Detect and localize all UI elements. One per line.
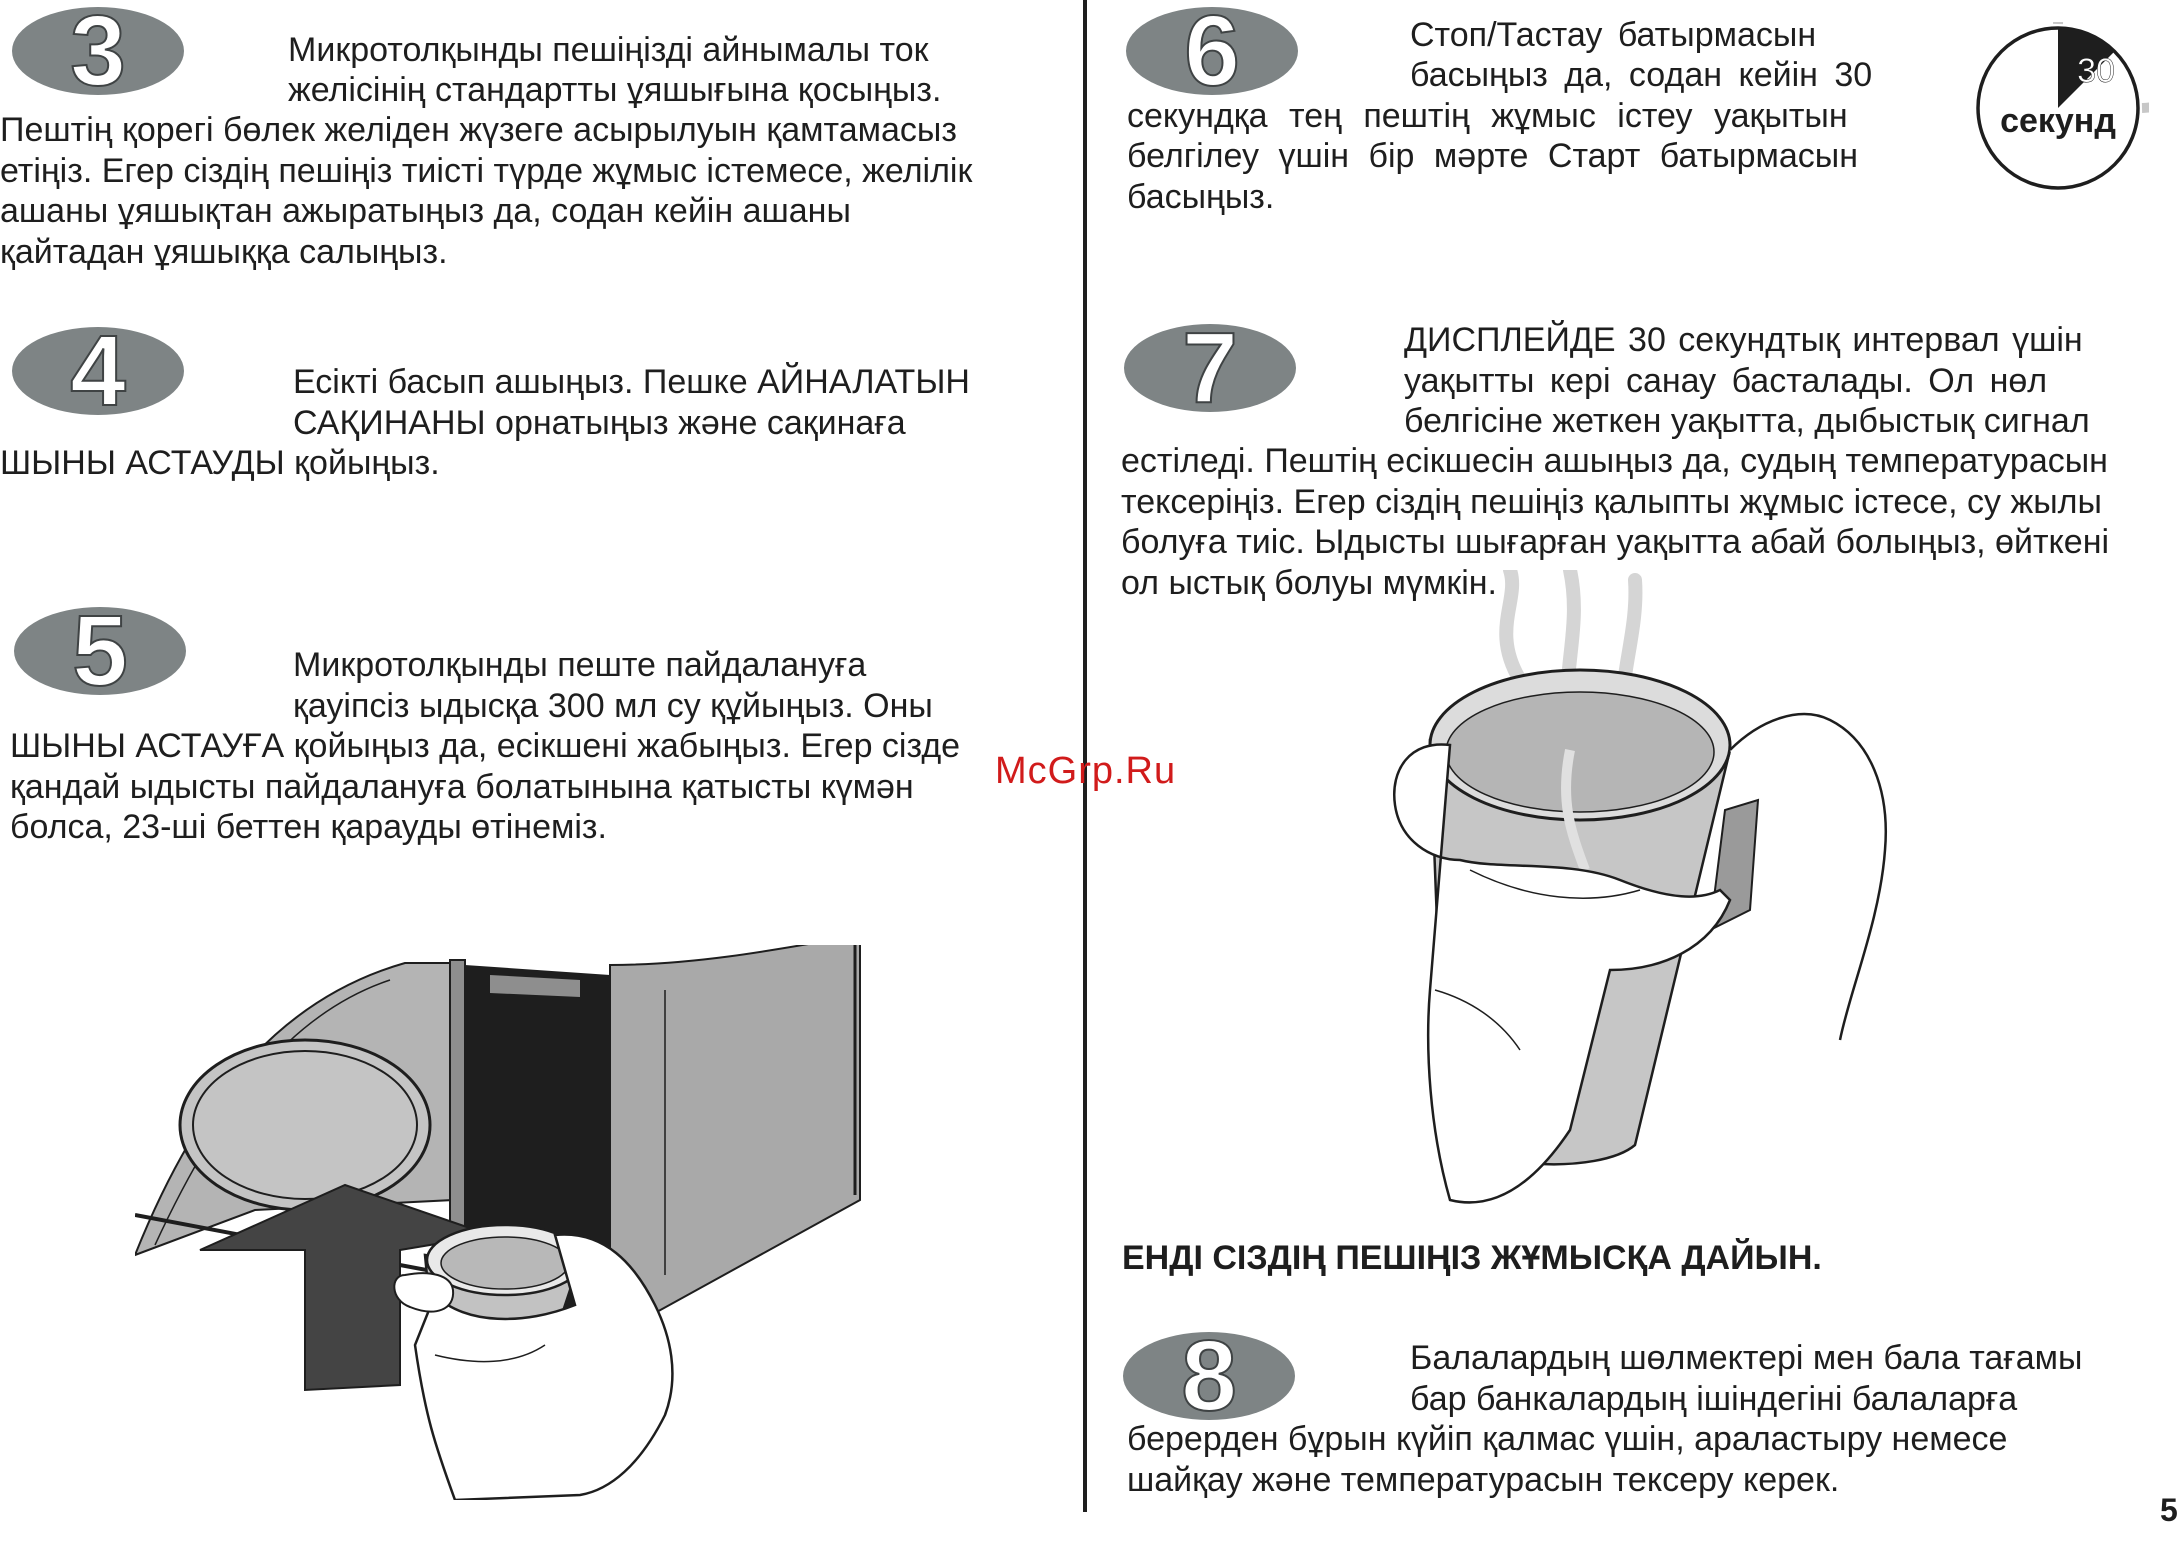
- step-3-line-1: Микротолқынды пешіңізді айнымалы ток: [288, 31, 929, 69]
- column-divider: [1083, 0, 1087, 1512]
- step-6-line-5: басыңыз.: [1127, 178, 1275, 216]
- step-3-line-5: ашаны ұяшықтан ажыратыңыз да, содан кейі…: [0, 192, 851, 230]
- step-7-badge: 7: [1124, 322, 1296, 414]
- watermark: McGrp.Ru: [995, 750, 1177, 792]
- step-3-number: 3: [70, 5, 126, 97]
- step-4-badge: 4: [12, 325, 184, 417]
- step-7-line-2: уақытты кері санау басталады. Ол нөл: [1404, 362, 2048, 400]
- timer-dial: 30 секунд: [1976, 22, 2149, 190]
- step-5-line-4: қандай ыдысты пайдалануға болатынына қат…: [10, 768, 914, 806]
- step-7-line-4: естіледі. Пештің есікшесін ашыңыз да, су…: [1121, 442, 2108, 480]
- step-6-line-4: белгілеу үшін бір мәрте Старт батырмасын: [1127, 137, 1859, 175]
- step-3-line-4: етіңіз. Егер сіздің пешіңіз тиісті түрде…: [0, 152, 973, 190]
- step-3-badge: 3: [12, 5, 184, 97]
- step-6-line-2: басыңыз да, содан кейін 30: [1410, 56, 1873, 94]
- step-7-line-5: тексеріңіз. Егер сіздің пешіңіз қалыпты …: [1121, 483, 2102, 521]
- step-5-line-1: Микротолқынды пеште пайдалануға: [293, 646, 867, 684]
- step-8-line-1: Балалардың шөлмектері мен бала тағамы: [1410, 1339, 2083, 1377]
- step-5-line-2: қауіпсіз ыдысқа 300 мл су құйыңыз. Оны: [293, 687, 933, 725]
- hand-with-cup-illustration: [1393, 570, 1887, 1204]
- step-4-line-2: САҚИНАНЫ орнатыңыз және сақинаға: [293, 404, 906, 442]
- step-8-line-4: шайқау және температурасын тексеру керек…: [1127, 1461, 1840, 1499]
- step-7-number: 7: [1182, 322, 1238, 414]
- ready-text: ЕНДІ СІЗДІҢ ПЕШІҢІЗ ЖҰМЫСҚА ДАЙЫН.: [1122, 1239, 1822, 1277]
- timer-wedge: [2058, 27, 2115, 108]
- step-8-number: 8: [1181, 1330, 1237, 1422]
- step-5-line-5: болса, 23-ші беттен қарауды өтінеміз.: [10, 808, 607, 846]
- step-7-line-7: ол ыстық болуы мүмкін.: [1121, 564, 1497, 602]
- timer-unit: секунд: [2000, 102, 2116, 140]
- step-4-line-1: Есікті басып ашыңыз. Пешке АЙНАЛАТЫН: [293, 363, 970, 401]
- page-number: 5: [2160, 1492, 2178, 1528]
- step-3-line-6: қайтадан ұяшыққа салыңыз.: [0, 233, 448, 271]
- step-5-badge: 5: [14, 605, 186, 697]
- step-3-line-3: Пештің қорегі бөлек желіден жүзеге асыры…: [0, 111, 957, 149]
- step-6-line-1: Стоп/Тастау батырмасын: [1410, 16, 1817, 54]
- step-7-line-6: болуға тиіс. Ыдысты шығарған уақытта аба…: [1121, 523, 2110, 561]
- step-6-number: 6: [1184, 5, 1240, 97]
- timer-value: 30: [2077, 52, 2115, 90]
- step-4-line-3: ШЫНЫ АСТАУДЫ қойыңыз.: [0, 444, 440, 482]
- step-6-line-3: секундқа тең пештің жұмыс істеу уақытын: [1127, 97, 1848, 135]
- oven-illustration: [135, 945, 861, 1500]
- step-8-line-2: бар банкалардың ішіндегіні балаларға: [1410, 1380, 2018, 1418]
- step-5-line-3: ШЫНЫ АСТАУҒА қойыңыз да, есікшені жабыңы…: [10, 727, 961, 765]
- step-7-line-3: белгісіне жеткен уақытта, дыбыстық сигна…: [1404, 402, 2090, 440]
- step-5-number: 5: [72, 605, 128, 697]
- step-8-line-3: берерден бұрын күйіп қалмас үшін, аралас…: [1127, 1420, 2008, 1458]
- step-8-badge: 8: [1123, 1330, 1295, 1422]
- step-7-line-1: ДИСПЛЕЙДЕ 30 секундтық интервал үшін: [1404, 321, 2083, 359]
- step-6-badge: 6: [1126, 5, 1298, 97]
- step-3-line-2: желісінің стандартты ұяшығына қосыңыз.: [288, 71, 942, 109]
- step-4-number: 4: [70, 325, 126, 417]
